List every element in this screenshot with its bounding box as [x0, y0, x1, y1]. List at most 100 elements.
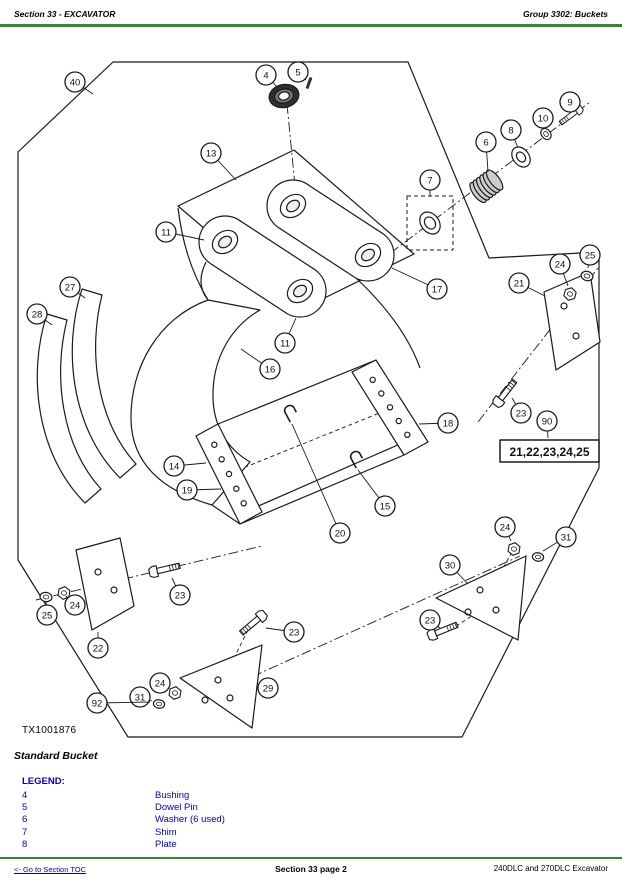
legend-item-label: Bushing [155, 790, 190, 801]
legend-row: 7 Shim [22, 827, 225, 839]
group-kit-box-label: 21,22,23,24,25 [509, 445, 589, 459]
figure-frame [17, 61, 600, 738]
svg-text:25: 25 [42, 610, 53, 621]
callout-18: 18 [418, 412, 459, 434]
svg-text:30: 30 [445, 560, 456, 571]
legend-item-number: 5 [22, 802, 28, 814]
callout-20: 20 [291, 423, 351, 544]
footer-page-number: Section 33 page 2 [275, 864, 347, 874]
svg-text:24: 24 [500, 522, 511, 533]
footer-model-text: 240DLC and 270DLC Excavator [493, 864, 608, 873]
part-washer-stack-6 [469, 169, 504, 204]
part-bolt-23-left [147, 559, 182, 579]
callout-6: 6 [475, 131, 497, 173]
svg-text:13: 13 [206, 148, 217, 159]
callout-24: 24 [64, 594, 86, 616]
callout-16: 16 [240, 348, 281, 380]
part-side-cutter-27 [71, 288, 137, 479]
legend-item-number: 4 [22, 790, 28, 801]
callout-21: 21 [508, 272, 546, 297]
footer-green-rule [0, 857, 622, 859]
part-front-edge-band [351, 359, 429, 456]
svg-text:8: 8 [508, 125, 513, 136]
callout-13: 13 [200, 142, 237, 181]
svg-text:19: 19 [182, 485, 193, 496]
legend-item-number: 8 [22, 838, 28, 850]
callout-31: 31 [542, 526, 577, 552]
svg-text:40: 40 [70, 77, 81, 88]
callout-29: 29 [256, 677, 279, 699]
part-bolt-23-right [490, 376, 520, 410]
part-nut-24-tri29 [167, 685, 183, 701]
bucket-exploded-diagram: 21,22,23,24,25 40 4 5 9 10 86 7 13 11 17 21 24 25 27 2… [17, 61, 601, 738]
part-plate-8 [511, 146, 531, 168]
svg-text:11: 11 [280, 338, 290, 349]
figure-image-id: TX1001876 [22, 725, 77, 736]
callout-11: 11 [274, 317, 297, 354]
part-bolt-23-center [237, 608, 270, 638]
part-shim-7 [406, 195, 454, 251]
part-bracket-ear-front [198, 215, 327, 318]
header-group-title: Group 3302: Buckets [522, 9, 608, 19]
callout-7: 7 [419, 169, 441, 196]
svg-text:23: 23 [175, 590, 186, 601]
legend-item-number: 7 [22, 826, 28, 838]
legend-item-label: Washer (6 used) [155, 814, 225, 826]
part-side-cutter-28 [36, 313, 102, 504]
part-washer-25-left [38, 591, 54, 603]
svg-text:5: 5 [295, 67, 300, 78]
legend-item-label: Plate [155, 838, 177, 850]
callout-24: 24 [549, 253, 571, 287]
svg-text:21: 21 [514, 278, 525, 289]
svg-text:18: 18 [443, 418, 454, 429]
callout-24: 24 [494, 516, 516, 542]
svg-text:7: 7 [427, 175, 432, 186]
svg-text:14: 14 [169, 461, 180, 472]
svg-text:27: 27 [65, 282, 76, 293]
part-lockwasher-31-tri30 [531, 551, 545, 563]
svg-text:4: 4 [263, 70, 268, 81]
part-nut-24-tri30 [506, 541, 522, 557]
svg-text:92: 92 [92, 698, 103, 709]
callout-9: 9 [559, 91, 581, 113]
svg-text:28: 28 [32, 309, 43, 320]
legend-item-label: Shim [155, 826, 177, 838]
header-section-title: Section 33 - EXCAVATOR [14, 9, 116, 19]
callout-23: 23 [510, 397, 532, 424]
part-plate-21 [543, 271, 601, 371]
svg-text:22: 22 [93, 643, 104, 654]
svg-text:24: 24 [155, 678, 166, 689]
svg-text:15: 15 [380, 501, 391, 512]
svg-text:29: 29 [263, 683, 274, 694]
legend-row: 5 Dowel Pin [22, 802, 225, 814]
callout-22: 22 [87, 632, 109, 659]
svg-text:16: 16 [265, 364, 276, 375]
svg-text:31: 31 [561, 532, 572, 543]
part-bushing-4 [268, 83, 300, 109]
part-bracket-ear-rear [266, 179, 395, 282]
callout-17: 17 [391, 267, 448, 300]
callout-40: 40 [64, 71, 94, 95]
svg-text:23: 23 [289, 627, 300, 638]
callout-28: 28 [26, 303, 53, 326]
svg-text:10: 10 [538, 113, 549, 124]
legend-row: 6 Washer (6 used) [22, 814, 225, 826]
svg-text:31: 31 [135, 692, 146, 703]
callout-14: 14 [163, 455, 207, 477]
part-plate-22 [75, 537, 135, 631]
part-pin-20 [282, 403, 300, 423]
part-triangle-plate-30 [435, 555, 527, 641]
callout-8: 8 [500, 119, 522, 149]
legend-item-label: Dowel Pin [155, 802, 198, 814]
svg-text:24: 24 [555, 259, 566, 270]
go-to-section-toc-link[interactable]: <- Go to Section TOC [14, 865, 87, 874]
callout-23: 23 [265, 621, 305, 643]
callout-25: 25 [579, 244, 601, 269]
callout-10: 10 [532, 107, 554, 129]
svg-text:24: 24 [70, 600, 81, 611]
callout-15: 15 [357, 469, 396, 517]
svg-text:23: 23 [425, 615, 436, 626]
svg-text:20: 20 [335, 528, 346, 539]
callout-25: 25 [36, 600, 58, 626]
